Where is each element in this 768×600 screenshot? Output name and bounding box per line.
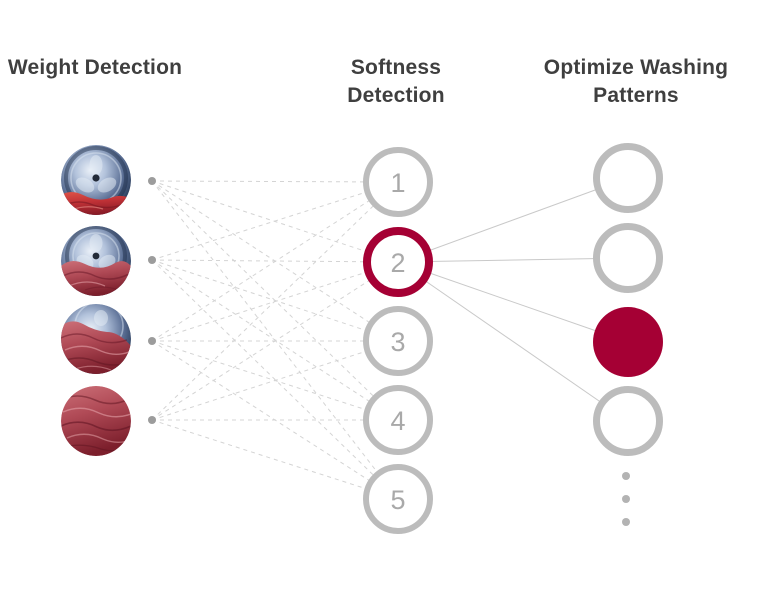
weight-node-1 <box>61 145 131 215</box>
weight-node-4 <box>61 386 131 456</box>
softness-node-4: 4 <box>363 385 433 455</box>
weight-softness-link <box>151 180 399 183</box>
pattern-node-1 <box>593 143 663 213</box>
softness-node-5-label: 5 <box>390 484 406 515</box>
drum-photo-load-2-icon <box>61 226 131 296</box>
more-patterns-dot-2 <box>622 495 630 503</box>
weight-softness-link <box>151 340 399 421</box>
softness-pattern-link <box>397 261 629 343</box>
weight-source-dot <box>148 416 156 424</box>
drum-photo-load-1-icon <box>61 145 131 215</box>
softness-node-2-label: 2 <box>390 247 406 278</box>
pattern-node-3-selected <box>593 307 663 377</box>
weight-node-2 <box>61 226 131 296</box>
softness-detection-title: Softness Detection <box>347 56 445 107</box>
weight-softness-link <box>151 181 399 342</box>
softness-node-4-label: 4 <box>390 405 406 436</box>
pattern-node-2 <box>593 223 663 293</box>
softness-node-5: 5 <box>363 464 433 534</box>
weight-softness-link <box>151 261 399 421</box>
drum-photo-load-3-icon <box>61 304 131 374</box>
softness-node-3-label: 3 <box>390 326 406 357</box>
weight-source-dot <box>148 256 156 264</box>
more-patterns-dot-3 <box>622 518 630 526</box>
weight-node-3 <box>61 304 131 374</box>
softness-pattern-link <box>397 177 629 263</box>
optimize-washing-patterns-title: Optimize Washing Patterns <box>543 56 729 107</box>
softness-node-3: 3 <box>363 306 433 376</box>
weight-detection-title: Weight Detection <box>7 56 183 79</box>
pattern-node-4 <box>593 386 663 456</box>
softness-node-2-selected: 2 <box>363 227 433 297</box>
weight-softness-link <box>151 259 399 500</box>
softness-pattern-link <box>397 261 629 422</box>
drum-photo-load-4-icon <box>61 386 131 456</box>
weight-source-dot <box>148 177 156 185</box>
softness-pattern-link <box>397 257 629 263</box>
weight-softness-link <box>151 181 399 421</box>
more-patterns-dot-1 <box>622 472 630 480</box>
weight-softness-link <box>151 181 399 261</box>
weight-source-dot <box>148 337 156 345</box>
softness-node-1: 1 <box>363 147 433 217</box>
softness-node-1-label: 1 <box>390 167 406 198</box>
weight-softness-link <box>151 419 399 500</box>
weight-softness-link <box>151 259 399 421</box>
